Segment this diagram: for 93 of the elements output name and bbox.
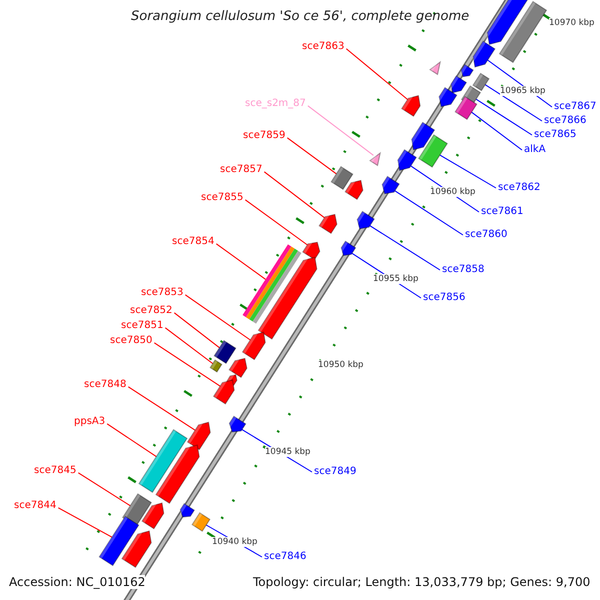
gene-box <box>210 359 222 373</box>
gene-feature <box>450 75 468 94</box>
gene-feature <box>212 378 235 405</box>
leader-line <box>216 243 266 280</box>
gene-feature <box>485 0 528 46</box>
gene-label: sce7858 <box>442 264 484 276</box>
title: Sorangium cellulosum 'So ce 56', complete genome <box>131 9 470 25</box>
gene-label: sce7852 <box>130 305 172 317</box>
gene-triangle <box>369 152 381 166</box>
scale-label: 10965 kbp <box>500 86 546 96</box>
scale-label: 10960 kbp <box>430 187 476 197</box>
gene-feature <box>472 40 496 68</box>
gene-feature <box>438 86 458 108</box>
gene-label: alkA <box>524 144 546 156</box>
leader-line <box>106 423 157 458</box>
gene-box <box>498 0 548 64</box>
gene-feature <box>121 528 152 568</box>
gene-box <box>418 134 448 168</box>
gene-label: sce7867 <box>554 101 596 113</box>
leader-line <box>78 472 131 506</box>
gene-feature <box>228 416 246 432</box>
scale-label: 10940 kbp <box>212 537 258 547</box>
gene-feature <box>356 210 375 230</box>
leader-line <box>58 507 112 538</box>
leader-line <box>439 154 496 188</box>
gene-label: sce7859 <box>243 130 286 142</box>
leader-line <box>471 112 522 150</box>
gene-box <box>472 72 490 92</box>
gene-feature <box>180 503 195 518</box>
gene-label: sce7851 <box>121 320 164 332</box>
scale-label: 10955 kbp <box>373 274 418 284</box>
gene-label: ppsA3 <box>74 416 106 428</box>
gene-label: sce7854 <box>172 236 214 248</box>
leader-line <box>307 105 374 156</box>
gene-feature <box>155 442 200 504</box>
scale-label: 10970 kbp <box>549 18 594 28</box>
gene-feature <box>340 240 356 256</box>
genome-summary: Topology: circular; Length: 13,033,779 bp; Genes: 9,700 <box>253 575 590 589</box>
gene-label: sce7850 <box>110 335 152 347</box>
leader-line <box>346 48 408 100</box>
leader-line <box>369 225 440 270</box>
gene-feature <box>396 149 417 172</box>
leader-line <box>394 190 464 236</box>
gene-label: sce7861 <box>481 206 524 218</box>
gene-label: sce7857 <box>220 164 262 176</box>
gene-label: sce7865 <box>534 129 576 141</box>
gene-box <box>454 96 478 120</box>
gene-feature <box>318 212 338 234</box>
gene-feature <box>258 254 318 340</box>
gene-feature <box>141 500 164 530</box>
gene-box <box>330 166 354 190</box>
gene-box <box>138 429 188 493</box>
leader-line <box>184 294 251 340</box>
gene-box <box>122 493 152 527</box>
gene-label: sce7853 <box>141 287 184 299</box>
gene-triangle <box>429 60 441 76</box>
gene-label: sce7844 <box>14 500 56 512</box>
leader-line <box>484 84 542 122</box>
gene-feature <box>344 178 364 200</box>
gene-label: sce7845 <box>34 465 76 477</box>
gene-label: sce7863 <box>302 41 344 53</box>
gene-label: sce7846 <box>264 551 306 563</box>
gene-box <box>98 516 140 566</box>
gene-box <box>214 340 236 364</box>
gene-feature <box>242 330 266 360</box>
gene-feature <box>460 64 474 78</box>
gene-feature <box>186 420 211 450</box>
gene-feature <box>302 240 320 260</box>
gene-label: sce7860 <box>465 229 508 241</box>
leader-line <box>476 98 532 136</box>
leader-line <box>244 199 308 246</box>
gene-label: sce7862 <box>498 182 540 194</box>
gene-feature <box>401 93 421 117</box>
gene-feature <box>228 356 248 378</box>
gene-label: sce_s2m_87 <box>245 98 306 110</box>
leader-line <box>264 171 325 218</box>
gene-label: sce7848 <box>84 379 126 391</box>
gene-label: sce7855 <box>201 192 244 204</box>
gene-label: sce7866 <box>544 115 586 127</box>
gene-box <box>242 244 302 324</box>
gene-feature <box>410 122 436 150</box>
leader-line <box>128 386 196 431</box>
scale-label: 10945 kbp <box>265 447 310 457</box>
gene-feature <box>381 176 400 194</box>
gene-label: sce7856 <box>423 292 466 304</box>
leader-line <box>174 312 220 348</box>
leader-line <box>154 342 221 387</box>
scale-label: 10950 kbp <box>318 360 364 370</box>
gene-box <box>191 512 211 532</box>
accession-label: Accession: NC_010162 <box>9 575 146 589</box>
gene-label: sce7849 <box>314 466 356 478</box>
leader-line <box>164 327 214 364</box>
leader-line <box>286 137 337 174</box>
